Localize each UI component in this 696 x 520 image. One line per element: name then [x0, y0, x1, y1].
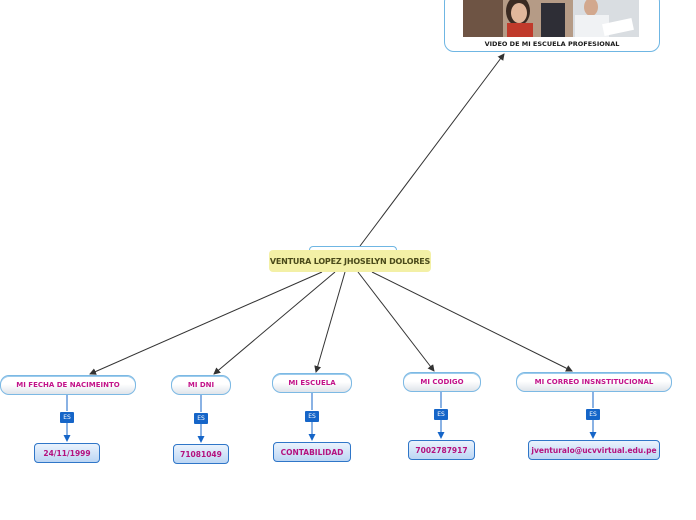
concept-dni[interactable]: MI DNI [171, 375, 231, 395]
linker-es-dni[interactable]: ES [194, 413, 208, 424]
photo-of-students-icon[interactable] [463, 0, 639, 37]
value-fecha[interactable]: 24/11/1999 [34, 443, 100, 463]
edge-center-dni [213, 271, 336, 375]
value-codigo[interactable]: 7002787917 [408, 440, 475, 460]
video-caption: VIDEO DE MI ESCUELA PROFESIONAL [484, 40, 620, 48]
edge-center-video [359, 53, 505, 247]
linker-es-codigo[interactable]: ES [434, 409, 448, 420]
linker-es-escuela[interactable]: ES [305, 411, 319, 422]
linker-es-correo[interactable]: ES [586, 409, 600, 420]
central-topic[interactable]: VENTURA LOPEZ JHOSELYN DOLORES [269, 250, 431, 272]
edge-center-fecha [89, 271, 323, 375]
concept-correo[interactable]: MI CORREO INSNSTITUCIONAL [516, 372, 672, 392]
concept-escuela[interactable]: MI ESCUELA [272, 373, 352, 393]
central-topic-tab [309, 246, 397, 253]
value-escuela[interactable]: CONTABILIDAD [273, 442, 351, 462]
linker-es-fecha[interactable]: ES [60, 412, 74, 423]
edge-center-escuela [314, 271, 346, 373]
concept-codigo[interactable]: MI CODIGO [403, 372, 481, 392]
edge-center-codigo [357, 271, 435, 372]
video-node[interactable]: VIDEO DE MI ESCUELA PROFESIONAL [444, 0, 660, 52]
value-dni[interactable]: 71081049 [173, 444, 229, 464]
value-correo[interactable]: jventuralo@ucvvirtual.edu.pe [528, 440, 660, 460]
edge-center-correo [371, 271, 573, 372]
concept-fecha-nacimiento[interactable]: MI FECHA DE NACIMEINTO [0, 375, 136, 395]
